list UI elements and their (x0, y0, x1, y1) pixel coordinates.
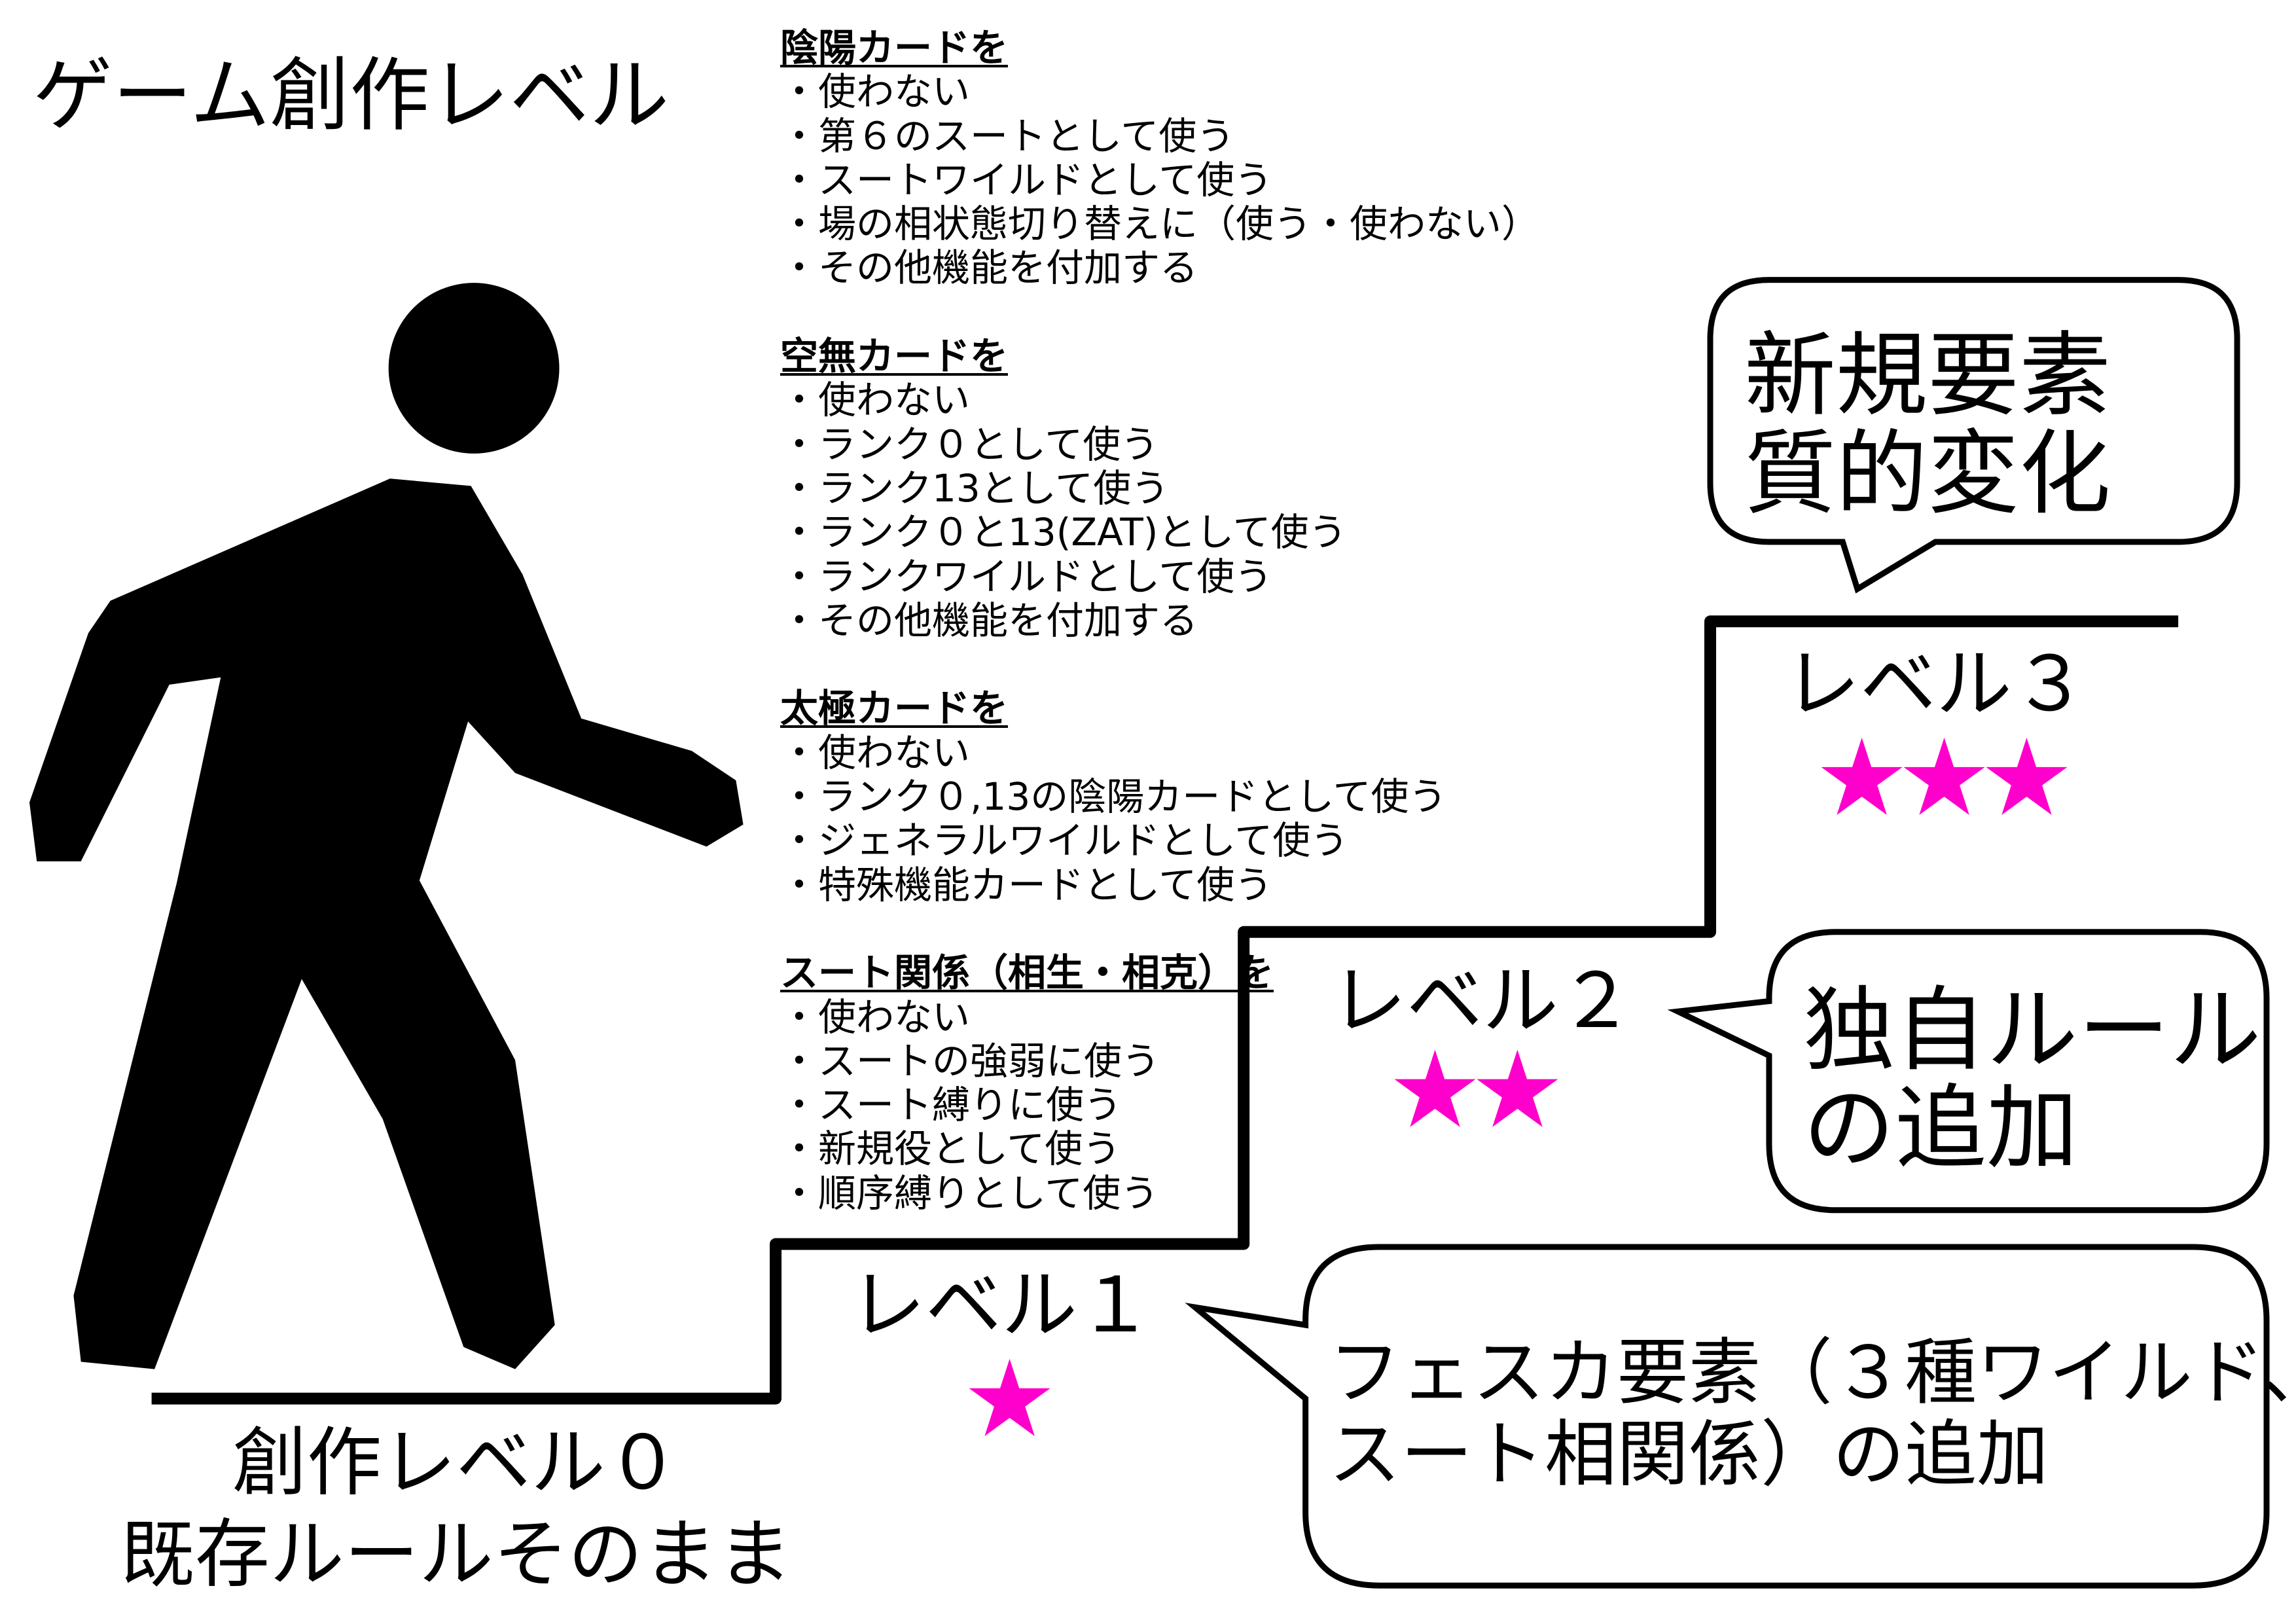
level-1-bubble-text: フェスカ要素（３種ワイルド、 スート相関係）の追加 (1329, 1332, 2296, 1496)
person-body (29, 478, 744, 1369)
walking-person-icon (29, 283, 744, 1369)
option-item: ・順序縛りとして使う (780, 1170, 1159, 1216)
bubble-line: 質的変化 (1744, 421, 2111, 528)
option-section-header: 太極カードを (780, 686, 1009, 731)
option-item: ・スートワイルドとして使う (780, 157, 1273, 202)
speech-bubble-level2 (1667, 929, 2270, 1214)
option-item: ・場の相状態切り替えに（使う・使わない） (780, 202, 1540, 247)
page-title: ゲーム創作レベル (33, 49, 670, 142)
bubble-line: スート相関係）の追加 (1329, 1413, 2049, 1496)
option-item: ・特殊機能カードとして使う (780, 862, 1273, 907)
option-item: ・使わない (780, 69, 971, 115)
design-options-list: 陰陽カードを・使わない・第６のスートとして使う・スートワイルドとして使う・場の相… (780, 26, 1539, 1216)
option-item: ・スートの強弱に使う (780, 1038, 1160, 1083)
option-item: ・ランク０として使う (780, 422, 1159, 467)
level-3-label: レベル３ (1784, 640, 2088, 729)
spacer (780, 643, 1539, 687)
star-icon (1986, 737, 2068, 815)
option-item: ・ランク０,13の陰陽カードとして使う (780, 774, 1447, 820)
base-level-description: 既存ルールそのまま (120, 1511, 793, 1598)
option-item: ・その他機能を付加する (780, 245, 1198, 291)
option-section-header: 空無カードを (780, 334, 1009, 379)
base-level-label: 創作レベル０ 既存ルールそのまま (120, 1417, 792, 1600)
spacer (780, 291, 1539, 334)
level-2-bubble-text: 独自ルール の追加 (1803, 982, 2261, 1178)
option-item: ・ランク13として使う (780, 465, 1170, 511)
star-icon (1477, 1049, 1558, 1127)
speech-bubble-level1 (1185, 1244, 2270, 1589)
star-ratings (969, 737, 2068, 1436)
spacer (780, 907, 1539, 951)
speech-bubble-level3 (1707, 277, 2240, 594)
option-item: ・ランクワイルドとして使う (780, 554, 1273, 599)
base-level-title: 創作レベル０ (232, 1419, 681, 1506)
bubble-line: フェスカ要素（３種ワイルド、 (1329, 1331, 2296, 1415)
star-icon (969, 1358, 1050, 1436)
option-item: ・使わない (780, 994, 971, 1039)
option-section-header: 陰陽カードを (780, 26, 1009, 70)
star-icon (1394, 1049, 1476, 1127)
star-icon (1821, 737, 1903, 815)
staircase-line (151, 615, 2179, 1405)
star-icon (1903, 737, 1985, 815)
option-item: ・使わない (780, 730, 971, 775)
option-item: ・ジェネラルワイルドとして使う (780, 818, 1349, 863)
person-head (388, 283, 560, 454)
option-section-header: スート関係（相生・相克）を (780, 950, 1274, 996)
bubble-line: 独自ルール (1803, 977, 2262, 1084)
option-item: ・その他機能を付加する (780, 598, 1198, 643)
option-item: ・使わない (780, 378, 971, 423)
option-item: ・第６のスートとして使う (780, 113, 1235, 158)
option-item: ・ランク０と13(ZAT)として使う (780, 510, 1347, 555)
level-3-bubble-text: 新規要素 質的変化 (1744, 327, 2111, 524)
level-2-label: レベル２ (1331, 957, 1634, 1045)
bubble-line: の追加 (1803, 1075, 2079, 1182)
option-item: ・新規役として使う (780, 1127, 1121, 1172)
option-item: ・スート縛りに使う (780, 1083, 1122, 1128)
level-1-label: レベル１ (850, 1261, 1153, 1350)
bubble-line: 新規要素 (1744, 323, 2111, 429)
